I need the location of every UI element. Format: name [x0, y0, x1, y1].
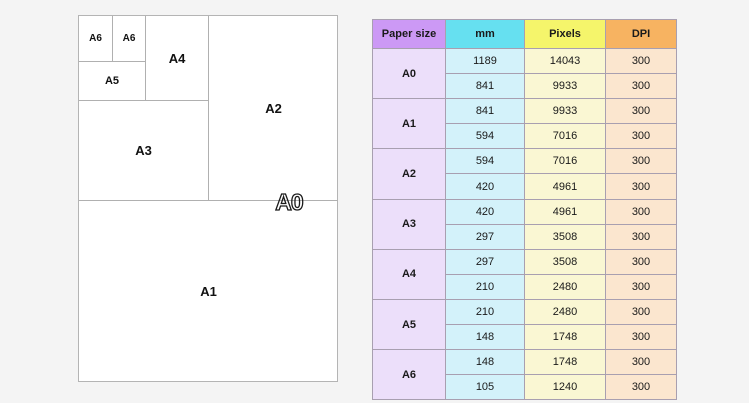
cell-mm: 210 — [445, 273, 525, 300]
cell-mm: 594 — [445, 148, 525, 175]
cell-mm: 594 — [445, 123, 525, 150]
cell-dpi: 300 — [605, 223, 677, 250]
cell-pixels: 1748 — [524, 349, 606, 376]
cell-mm: 420 — [445, 173, 525, 200]
diagram-region-a1: A1 — [79, 201, 338, 381]
cell-dpi: 300 — [605, 47, 677, 75]
column-header-paper-size: Paper size — [372, 19, 446, 49]
diagram-region-a5-label: A5 — [104, 75, 120, 87]
cell-dpi: 300 — [605, 98, 677, 125]
cell-dpi: 300 — [605, 73, 677, 100]
cell-dpi: 300 — [605, 123, 677, 150]
cell-mm: 297 — [445, 248, 525, 275]
cell-pixels: 1240 — [524, 374, 606, 401]
diagram-region-a6-left-label: A6 — [89, 33, 102, 44]
cell-dpi: 300 — [605, 173, 677, 200]
diagram-region-a1-label: A1 — [200, 283, 217, 299]
cell-dpi: 300 — [605, 148, 677, 175]
cell-paper-size: A1 — [372, 98, 446, 150]
cell-pixels: 4961 — [524, 198, 606, 225]
cell-paper-size: A5 — [372, 298, 446, 351]
cell-pixels: 4961 — [524, 173, 606, 200]
column-header-dpi: DPI — [605, 19, 677, 49]
diagram-region-a3-label: A3 — [135, 143, 152, 158]
cell-pixels: 7016 — [524, 123, 606, 150]
cell-pixels: 9933 — [524, 73, 606, 100]
cell-pixels: 3508 — [524, 248, 606, 275]
paper-size-diagram: A6 A6 A5 A4 A3 A2 A1 A0 — [78, 15, 338, 382]
cell-paper-size: A2 — [372, 148, 446, 200]
cell-mm: 841 — [445, 98, 525, 125]
cell-mm: 841 — [445, 73, 525, 100]
cell-pixels: 1748 — [524, 324, 606, 351]
diagram-region-a6-right-label: A6 — [122, 33, 136, 44]
cell-pixels: 2480 — [524, 273, 606, 300]
cell-pixels: 7016 — [524, 148, 606, 175]
cell-mm: 148 — [445, 324, 525, 351]
cell-paper-size: A0 — [372, 47, 446, 100]
diagram-region-a6-left: A6 — [79, 16, 113, 62]
cell-paper-size: A3 — [372, 198, 446, 250]
diagram-region-a2: A2 — [209, 16, 338, 201]
cell-dpi: 300 — [605, 298, 677, 326]
diagram-region-a5: A5 — [79, 62, 146, 101]
column-header-mm: mm — [445, 19, 525, 49]
cell-mm: 148 — [445, 349, 525, 376]
cell-pixels: 14043 — [524, 47, 606, 75]
diagram-region-a4-label: A4 — [168, 50, 186, 66]
cell-dpi: 300 — [605, 248, 677, 275]
cell-pixels: 9933 — [524, 98, 606, 125]
cell-dpi: 300 — [605, 324, 677, 351]
cell-pixels: 2480 — [524, 298, 606, 326]
cell-mm: 210 — [445, 298, 525, 326]
cell-mm: 1189 — [445, 47, 525, 75]
cell-dpi: 300 — [605, 273, 677, 300]
cell-dpi: 300 — [605, 198, 677, 225]
table-header-row: Paper size mm Pixels DPI — [372, 19, 677, 49]
cell-paper-size: A4 — [372, 248, 446, 300]
diagram-region-a2-label: A2 — [265, 100, 282, 116]
cell-mm: 105 — [445, 374, 525, 401]
cell-dpi: 300 — [605, 374, 677, 401]
diagram-region-a4: A4 — [146, 16, 209, 101]
cell-mm: 297 — [445, 223, 525, 250]
cell-dpi: 300 — [605, 349, 677, 376]
diagram-region-a6-right: A6 — [113, 16, 146, 62]
cell-paper-size: A6 — [372, 349, 446, 401]
column-header-pixels: Pixels — [524, 19, 606, 49]
diagram-region-a3: A3 — [79, 101, 209, 201]
cell-mm: 420 — [445, 198, 525, 225]
cell-pixels: 3508 — [524, 223, 606, 250]
